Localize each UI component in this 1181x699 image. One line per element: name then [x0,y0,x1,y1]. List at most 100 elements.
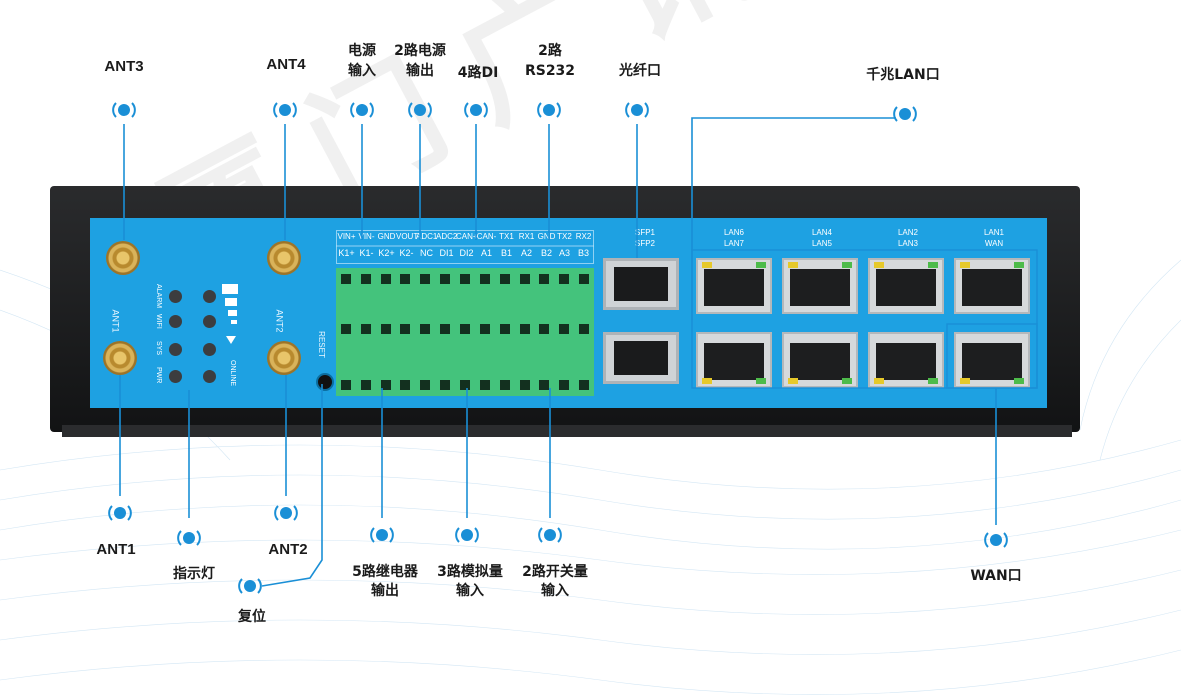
terminal-pin [440,380,451,390]
label-ant2: ANT2 [268,541,308,558]
terminal-pin [499,380,510,390]
callout-ant1-icon [108,505,132,521]
terminal-label: TX1 [499,232,514,241]
lan1-label: LAN1 [983,228,1004,237]
terminal-pin [400,324,411,334]
callout-power-icon [350,102,374,118]
terminal-pin [499,324,510,334]
lan5-label: LAN5 [811,239,832,248]
antenna-ant1-connector[interactable] [103,341,137,375]
terminal-label: CAN- [476,232,497,241]
terminal-label: RX2 [575,232,592,241]
label-reset: 复位 [238,609,266,625]
terminal-pin [440,324,451,334]
callout-rs232-icon [537,102,561,118]
terminal-pin [519,324,530,334]
antenna-ant2-connector[interactable] [267,341,301,375]
label-analog-line1: 3路模拟量 [437,564,503,580]
label-wan: WAN口 [970,568,1022,584]
terminal-pin [559,380,570,390]
terminal-label: NC [420,248,433,258]
terminal-pin [380,380,391,390]
label-gigabit-lan: 千兆LAN口 [866,67,940,83]
terminal-pin [460,274,470,284]
terminal-pin [380,274,391,284]
callout-di-icon [464,102,488,118]
lan4-port[interactable] [782,258,858,314]
label-relay-line2: 输出 [371,583,399,599]
terminal-pin [519,274,530,284]
terminal-pin [579,274,590,284]
terminal-pin [559,324,570,334]
terminal-pin [360,380,371,390]
label-power-out-line2: 输出 [406,63,434,79]
terminal-pin [340,380,351,390]
label-switch-in-line1: 2路开关量 [522,564,588,580]
terminal-pin [400,274,411,284]
terminal-pin [479,324,490,334]
antenna-ant4-connector[interactable] [267,241,301,275]
callout-relay-icon [370,527,394,543]
terminal-pin [460,380,470,390]
terminal-pin [499,274,510,284]
callout-ant4-icon [273,102,297,118]
lan3-label: LAN3 [897,239,918,248]
terminal-label: DI2 [459,248,474,258]
antenna-ant3-connector[interactable] [106,241,140,275]
reset-button[interactable] [316,373,334,391]
terminal-label: VIN+ [337,232,356,241]
label-analog-line2: 输入 [456,583,484,599]
terminal-label: K1+ [338,248,355,258]
sfp1-label: SFP1 [634,228,655,237]
lan2-label: LAN2 [897,228,918,237]
terminal-pin [479,274,490,284]
lan5-port[interactable] [782,332,858,388]
led [203,315,216,328]
terminal-label: A3 [558,248,570,258]
callout-power-out-icon [408,102,432,118]
lan6-port[interactable] [696,258,772,314]
terminal-label: K2+ [378,248,395,258]
label-power-line2: 输入 [348,63,376,79]
label-rs232-line1: 2路 [538,43,562,59]
signal-strength-icon [222,284,238,344]
terminal-label: B1 [500,248,512,258]
terminal-pin [479,380,490,390]
terminal-labels: VIN+ VIN- GND VOUT ADC1 ADC2 CAN+ CAN- T… [336,230,594,262]
sfp1-port[interactable] [603,258,679,310]
terminal-label: GND [537,232,556,241]
label-ant1: ANT1 [96,541,136,558]
terminal-pin [420,324,431,334]
led [169,343,182,356]
terminal-pin [360,324,371,334]
callout-analog-icon [455,527,479,543]
lan1-port[interactable] [954,258,1030,314]
sfp2-port[interactable] [603,332,679,384]
terminal-pin [460,324,470,334]
lan7-port[interactable] [696,332,772,388]
lan3-port[interactable] [868,332,944,388]
terminal-label: VIN- [358,232,375,241]
lan7-label: LAN7 [723,239,744,248]
label-power-out-line1: 2路电源 [394,43,446,59]
label-relay-line1: 5路继电器 [352,564,418,580]
terminal-label: B3 [577,248,589,258]
terminal-pin [340,274,351,284]
terminal-pin [360,274,371,284]
terminal-label-grid [336,230,594,264]
terminal-block[interactable] [336,268,594,396]
terminal-pin [579,324,590,334]
lan2-port[interactable] [868,258,944,314]
terminal-pin [340,324,351,334]
led [169,315,182,328]
callout-indicator-icon [177,530,201,546]
led [203,370,216,383]
wan-port[interactable] [954,332,1030,388]
callout-reset-icon [238,578,262,594]
terminal-pin [539,324,550,334]
terminal-label: ADC2 [436,232,458,241]
terminal-pin [380,324,391,334]
terminal-pin [559,274,570,284]
device-base [62,425,1072,437]
